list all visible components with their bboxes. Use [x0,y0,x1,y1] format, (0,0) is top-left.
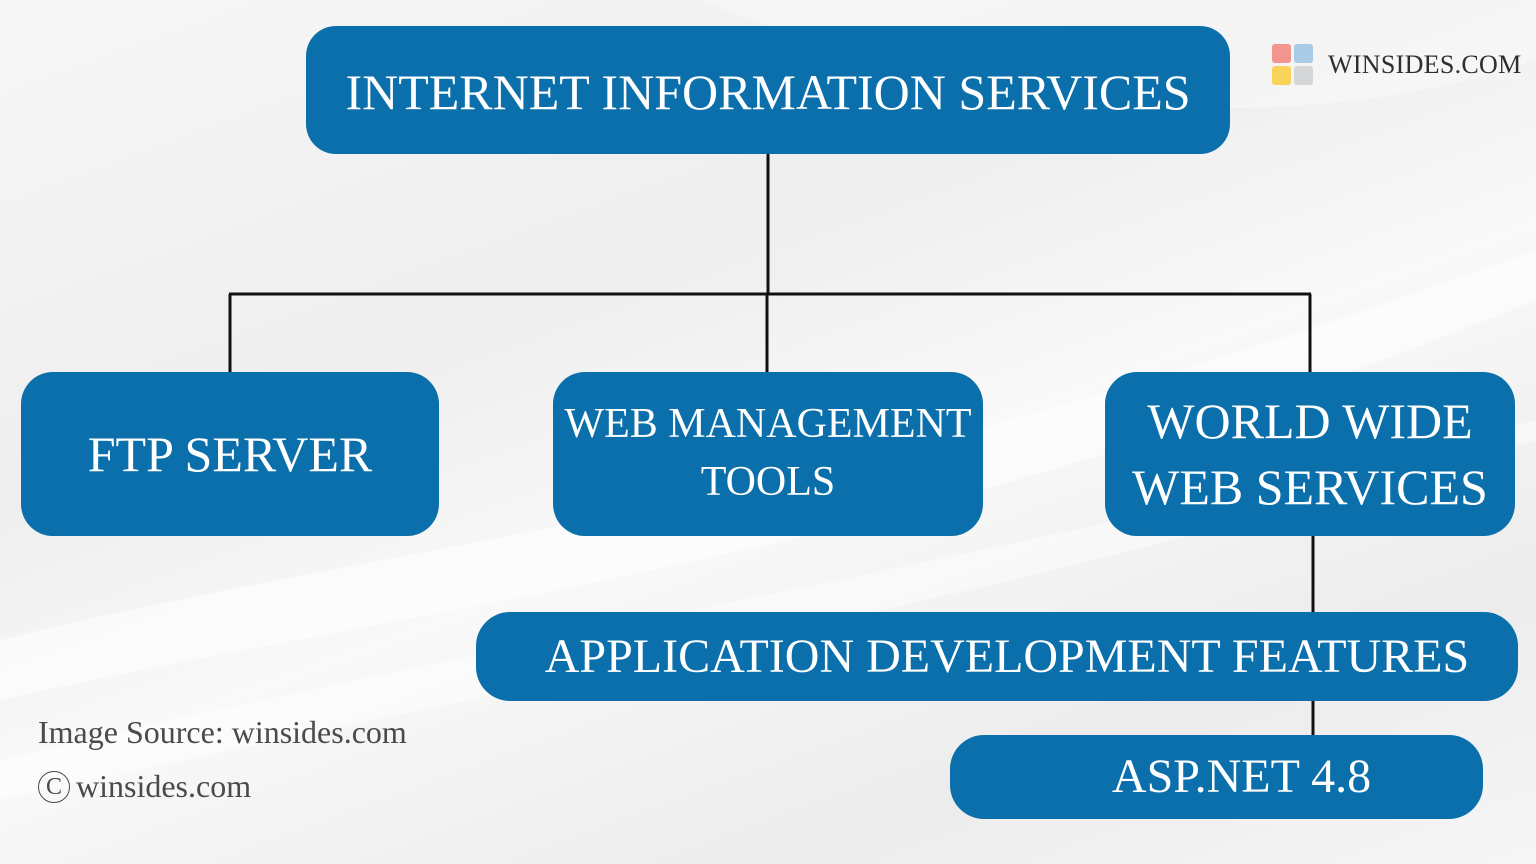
windows-tiles-logo-icon [1272,44,1314,86]
node-application-development-features: APPLICATION DEVELOPMENT FEATURES [476,612,1518,701]
brand-name: WINSIDES.COM [1328,50,1522,79]
copyright-credit: C winsides.com [38,768,251,805]
node-aspnet: ASP.NET 4.8 [950,735,1483,819]
node-ftp-server: FTP SERVER [21,372,439,536]
node-web-management-tools: WEB MANAGEMENT TOOLS [553,372,983,536]
node-internet-information-services: INTERNET INFORMATION SERVICES [306,26,1230,154]
brand-logo[interactable]: WINSIDES.COM [1272,44,1522,86]
logo-tile-bottom-left [1272,66,1291,85]
copyright-icon: C [38,770,70,803]
node-world-wide-web-services: WORLD WIDE WEB SERVICES [1105,372,1515,536]
image-source-credit: Image Source: winsides.com [38,714,407,750]
logo-tile-top-left [1272,44,1291,63]
copyright-text: winsides.com [76,768,252,804]
logo-tile-top-right [1294,44,1313,63]
logo-tile-bottom-right [1294,66,1313,85]
